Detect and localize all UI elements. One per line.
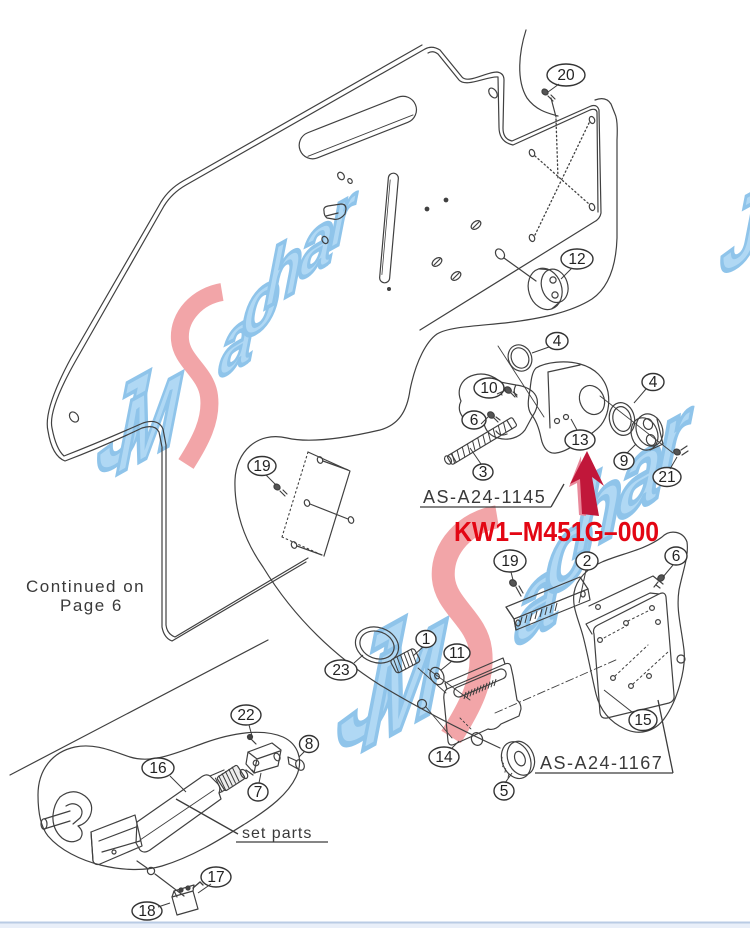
svg-text:4: 4 xyxy=(649,374,658,391)
svg-text:10: 10 xyxy=(480,380,498,397)
svg-text:3: 3 xyxy=(479,464,488,481)
svg-text:20: 20 xyxy=(557,67,575,84)
svg-text:16: 16 xyxy=(149,760,166,777)
svg-text:11: 11 xyxy=(449,645,465,662)
svg-text:21: 21 xyxy=(658,469,675,486)
svg-text:15: 15 xyxy=(634,712,651,729)
svg-text:19: 19 xyxy=(501,553,518,570)
svg-text:6: 6 xyxy=(470,412,479,429)
svg-text:12: 12 xyxy=(568,251,585,268)
svg-text:set parts: set parts xyxy=(242,825,312,842)
svg-text:13: 13 xyxy=(571,432,588,449)
svg-text:23: 23 xyxy=(332,662,349,679)
svg-text:19: 19 xyxy=(253,458,270,475)
svg-text:KW1–M451G–000: KW1–M451G–000 xyxy=(454,516,659,547)
svg-text:AS-A24-1167: AS-A24-1167 xyxy=(540,753,663,773)
svg-text:8: 8 xyxy=(305,736,314,753)
svg-text:9: 9 xyxy=(620,453,629,470)
svg-text:1: 1 xyxy=(422,631,431,648)
svg-text:Continued on: Continued on xyxy=(26,577,145,596)
svg-text:7: 7 xyxy=(254,784,263,801)
svg-text:17: 17 xyxy=(207,869,224,886)
svg-text:14: 14 xyxy=(435,749,453,766)
svg-text:2: 2 xyxy=(583,553,592,570)
svg-text:4: 4 xyxy=(553,333,562,350)
svg-text:6: 6 xyxy=(672,548,681,565)
svg-text:18: 18 xyxy=(138,903,155,920)
svg-text:Page 6: Page 6 xyxy=(60,596,123,615)
svg-text:AS-A24-1145: AS-A24-1145 xyxy=(423,487,546,507)
svg-text:5: 5 xyxy=(500,783,509,800)
svg-text:22: 22 xyxy=(237,707,254,724)
